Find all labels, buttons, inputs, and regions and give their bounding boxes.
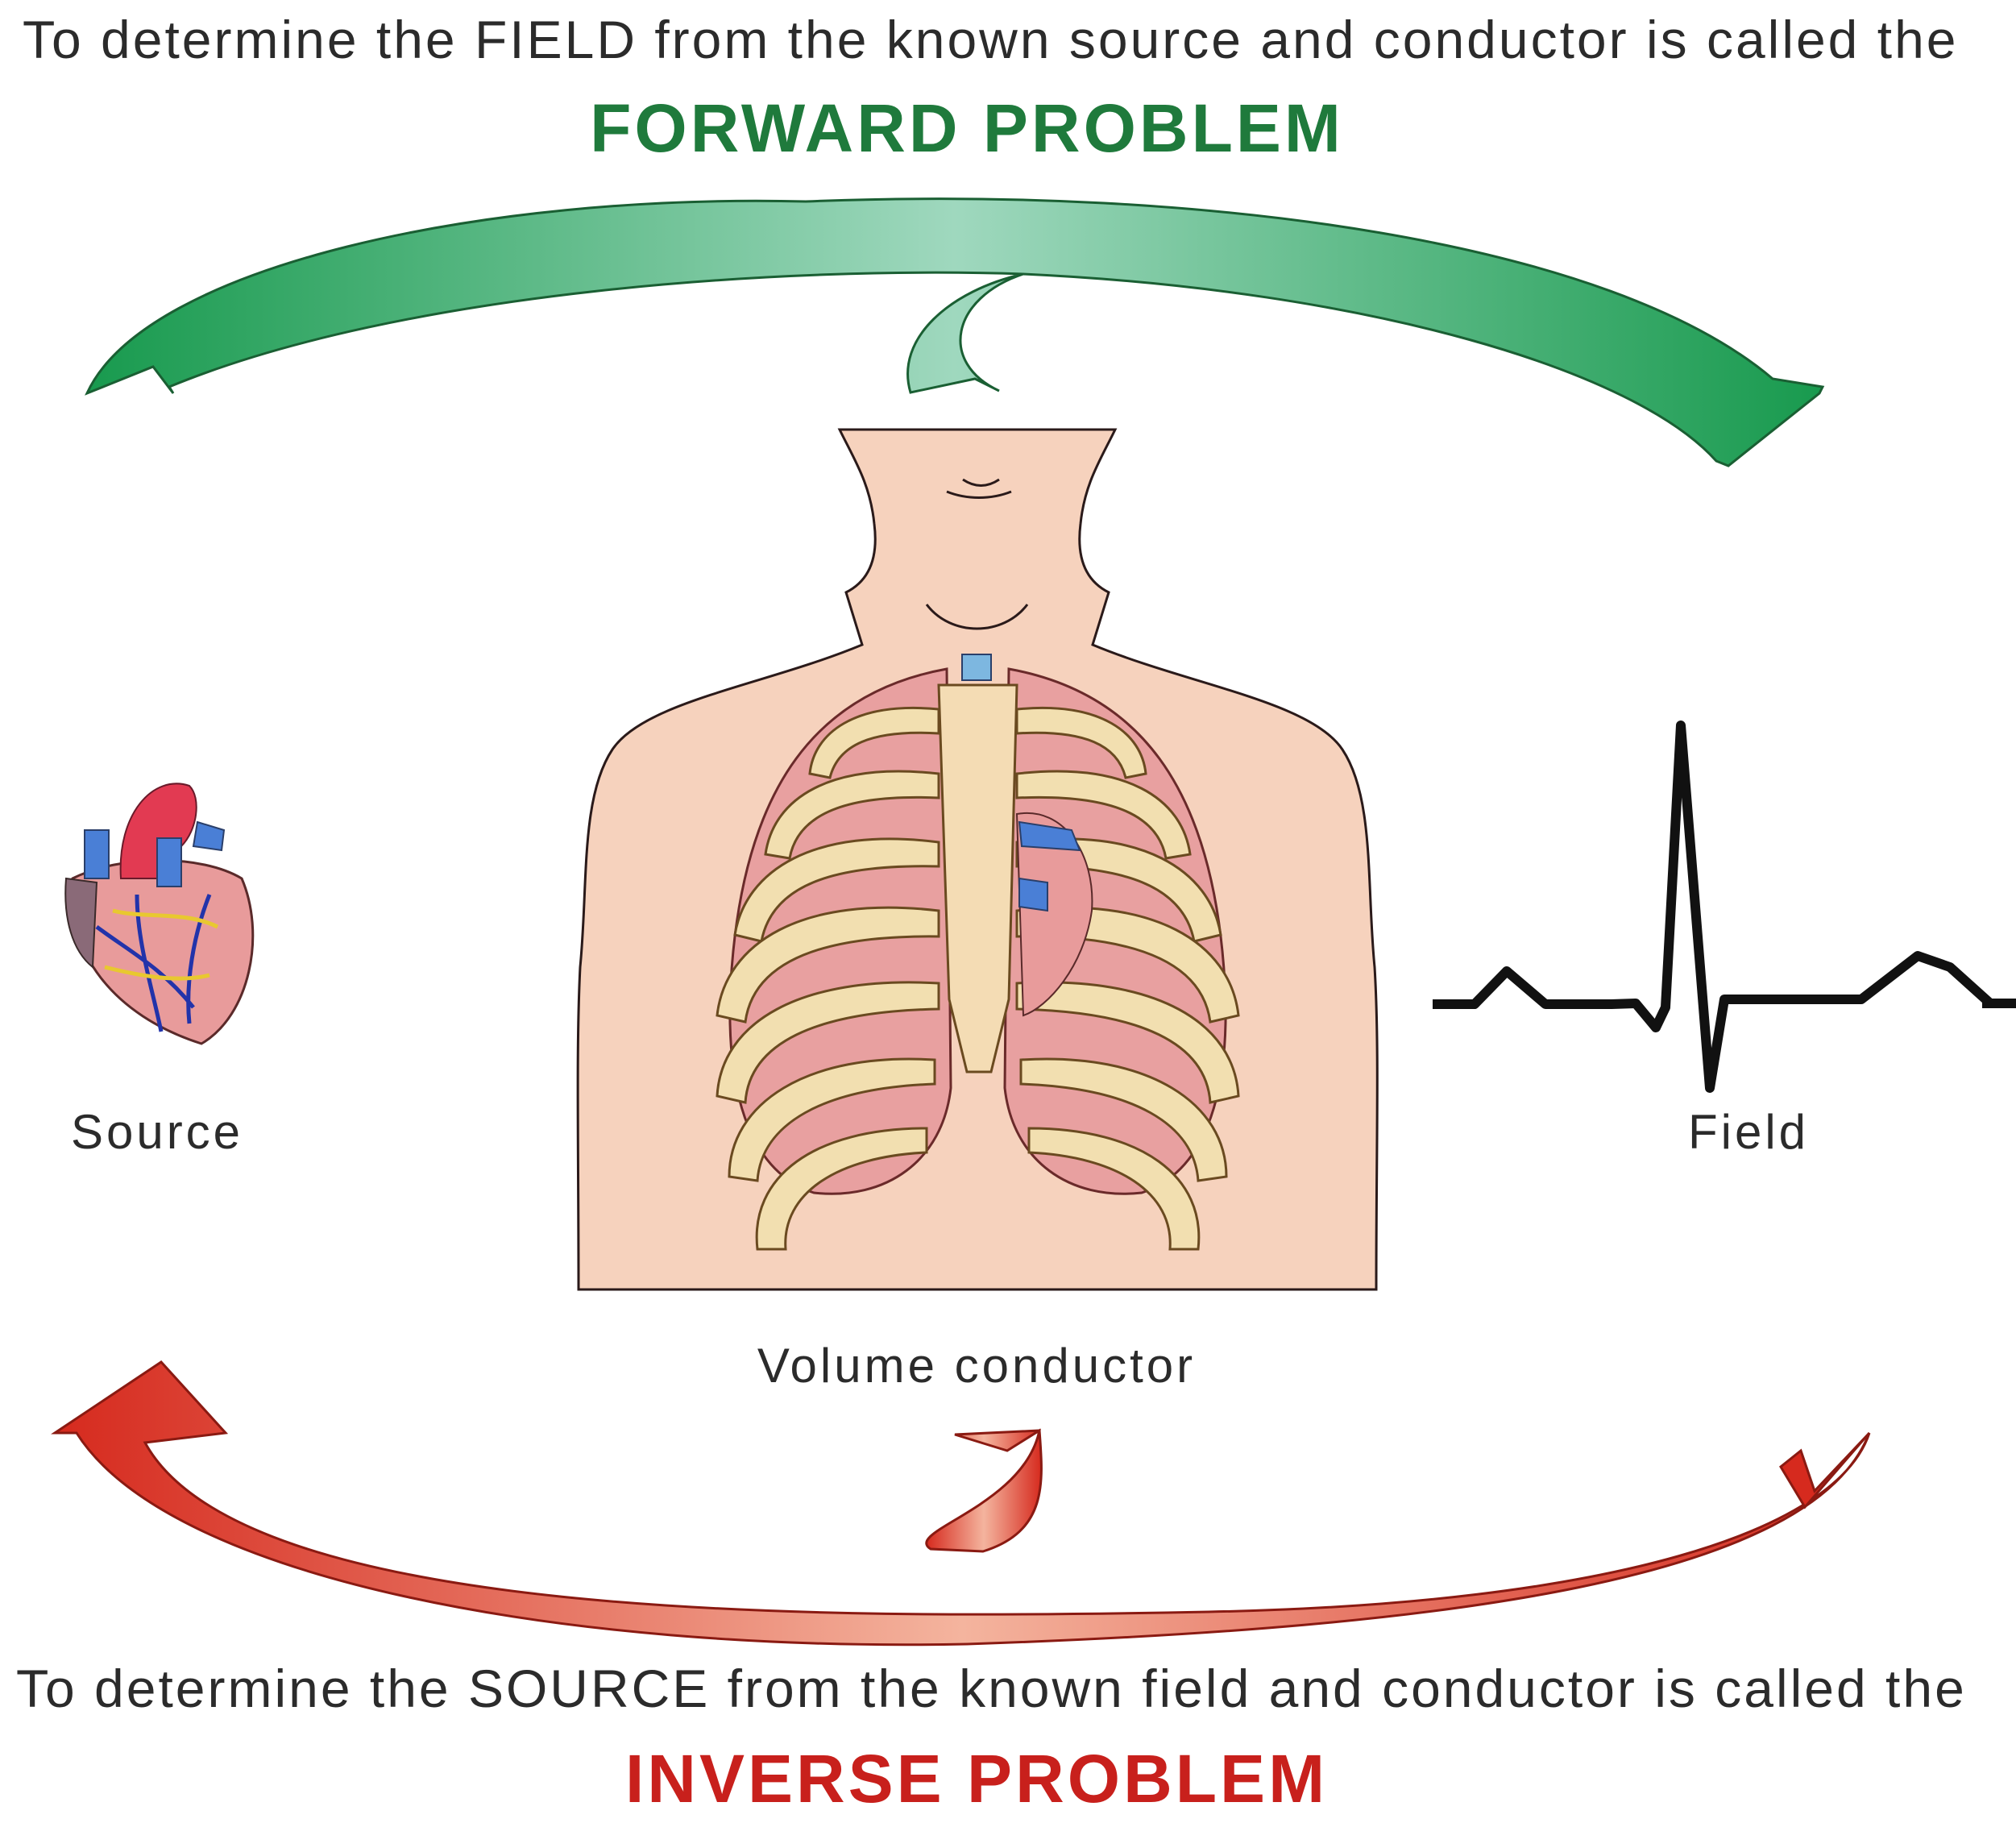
inverse-description: To determine the SOURCE from the known f… <box>16 1659 1967 1718</box>
ecg-trace <box>1433 720 2016 1093</box>
torso-illustration <box>576 428 1379 1291</box>
inverse-arrow-right-tip <box>1779 1431 1871 1509</box>
forward-problem-title: FORWARD PROBLEM <box>590 90 1344 166</box>
forward-description: To determine the FIELD from the known so… <box>23 10 1958 69</box>
volume-conductor-label: Volume conductor <box>757 1339 1196 1393</box>
field-label: Field <box>1688 1105 1809 1159</box>
forward-arrow <box>85 197 1825 467</box>
source-label: Source <box>71 1105 243 1159</box>
heart-illustration <box>64 783 255 1045</box>
inverse-arrow <box>51 1360 1871 1647</box>
inverse-problem-title: INVERSE PROBLEM <box>625 1741 1328 1817</box>
inverse-arrow-tail <box>925 1428 1043 1553</box>
